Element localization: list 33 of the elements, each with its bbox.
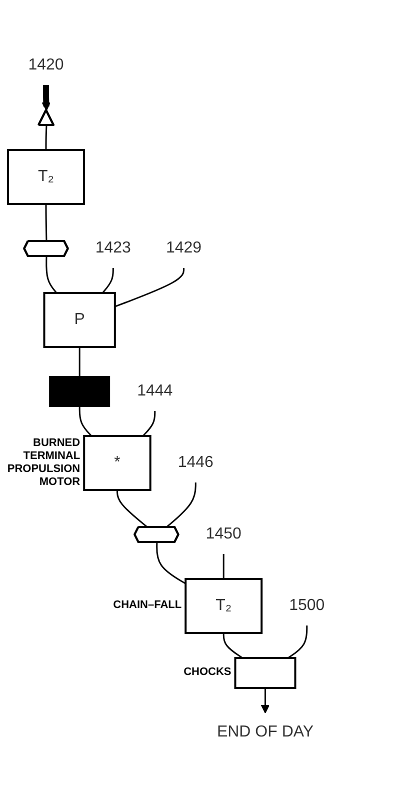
connector [166,482,196,528]
node-text: 1446 [178,454,214,471]
connector [222,554,224,579]
connector [45,204,48,242]
connector [142,411,156,436]
node-box: T₂ [7,149,85,205]
arrow [42,84,51,111]
connector [114,268,184,308]
side-note: CHAIN–FALL [112,599,182,612]
node-text: 1429 [166,239,202,256]
connector [116,490,148,528]
connector [222,632,243,659]
connector [156,542,186,584]
connector [102,268,114,294]
side-note: CHOCKS [182,666,232,680]
node-text: 1420 [28,56,64,74]
side-note: BURNED TERMINAL PROPULSION MOTOR [6,436,80,489]
node-text: 1444 [137,382,173,400]
node-text: 1450 [206,525,242,542]
connector [288,625,308,659]
node-box [49,376,110,407]
node-box: P [43,292,116,348]
node-box [234,656,296,689]
arrow [260,688,270,714]
connector [78,347,80,376]
node-box: T₂ [184,578,263,634]
node-text: END OF DAY [216,723,314,740]
node-box: * [83,435,152,491]
node-text: 1500 [289,596,325,614]
connector [46,256,58,294]
connector [45,125,48,150]
connector [78,406,92,436]
node-text: 1423 [95,239,131,256]
